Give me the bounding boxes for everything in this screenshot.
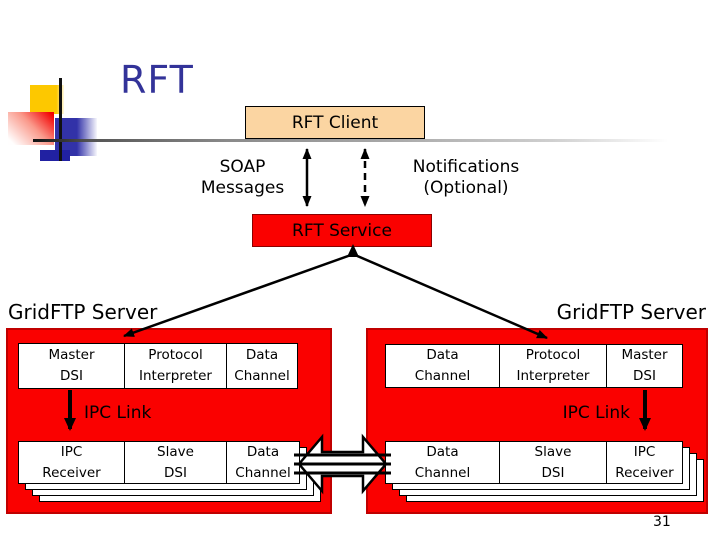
right-protocol-interpreter-cell: Protocol Interpreter	[500, 344, 607, 388]
right-top-component-row: Data Channel Protocol Interpreter Master…	[385, 344, 683, 388]
rft-service-label: RFT Service	[292, 220, 392, 241]
logo-vertical-line	[59, 78, 62, 161]
left-top-component-row: Master DSI Protocol Interpreter Data Cha…	[18, 343, 298, 389]
logo-yellow-square	[30, 85, 64, 114]
left-bottom-component-row: IPC Receiver Slave DSI Data Channel	[18, 441, 300, 484]
slide-title: RFT	[120, 58, 194, 102]
right-ipc-link-label: IPC Link	[562, 403, 630, 423]
left-gridftp-server-label: GridFTP Server	[8, 300, 158, 324]
rft-service-box: RFT Service	[252, 214, 432, 247]
notifications-line2: (Optional)	[423, 178, 509, 198]
right-data-channel-bottom-cell: Data Channel	[385, 441, 500, 484]
notifications-line1: Notifications	[412, 157, 520, 177]
left-ipc-link-label: IPC Link	[84, 403, 152, 423]
right-gridftp-server-label: GridFTP Server	[556, 300, 706, 324]
rft-client-box: RFT Client	[245, 106, 425, 139]
page-number: 31	[653, 514, 671, 530]
service-to-right-server-arrow	[354, 253, 548, 340]
left-data-channel-bottom-cell: Data Channel	[227, 441, 300, 484]
left-ipc-receiver-cell: IPC Receiver	[18, 441, 125, 484]
logo-blue-square	[55, 118, 97, 156]
right-bottom-component-row: Data Channel Slave DSI IPC Receiver	[385, 441, 683, 484]
right-data-channel-cell: Data Channel	[385, 344, 500, 388]
title-rule-line	[33, 139, 681, 142]
soap-line1: SOAP	[219, 157, 266, 177]
left-protocol-interpreter-cell: Protocol Interpreter	[125, 343, 227, 389]
right-ipc-receiver-cell: IPC Receiver	[607, 441, 683, 484]
soap-messages-label: SOAP Messages	[185, 157, 300, 199]
service-to-left-server-arrow	[123, 244, 359, 338]
right-master-dsi-cell: Master DSI	[607, 344, 683, 388]
soap-line2: Messages	[200, 178, 285, 198]
left-data-channel-cell: Data Channel	[227, 343, 298, 389]
logo-blue-tab	[40, 150, 70, 161]
rft-client-label: RFT Client	[291, 112, 379, 133]
left-master-dsi-cell: Master DSI	[18, 343, 125, 389]
right-slave-dsi-cell: Slave DSI	[500, 441, 607, 484]
notifications-label: Notifications (Optional)	[395, 157, 537, 199]
left-slave-dsi-cell: Slave DSI	[125, 441, 227, 484]
